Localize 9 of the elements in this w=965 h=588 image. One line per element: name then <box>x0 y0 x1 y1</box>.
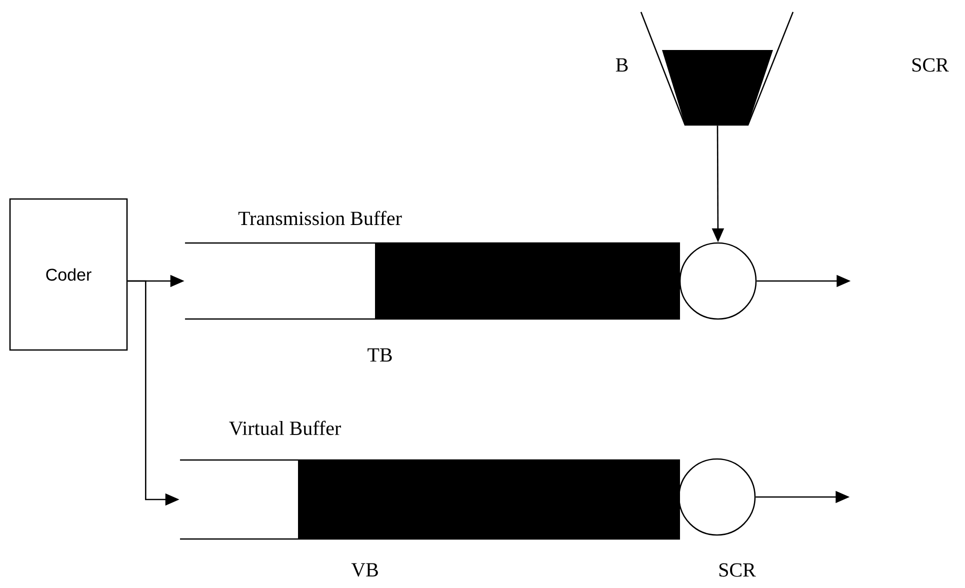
process-box: Coder <box>9 198 128 351</box>
node-caption: VB <box>351 563 378 577</box>
node-caption: TB <box>368 348 392 362</box>
node-caption: SCR <box>719 563 756 577</box>
server-circle <box>679 242 757 320</box>
label-text: SCR <box>912 58 949 72</box>
buffer-heading: Virtual Buffer <box>229 420 341 436</box>
node-caption: B <box>616 58 628 72</box>
buffer-heading: Transmission Buffer <box>238 210 402 226</box>
